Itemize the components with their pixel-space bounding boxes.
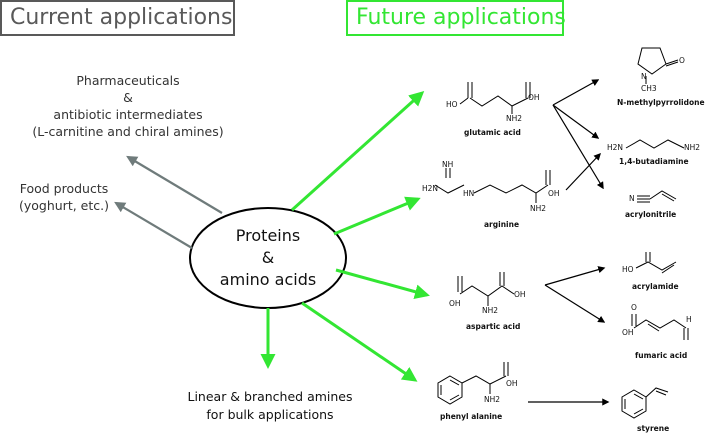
atom-glu-oh: OH bbox=[528, 93, 540, 102]
rxn-glutamic-butadiamine bbox=[552, 104, 600, 139]
arrow-to-pharma bbox=[126, 155, 223, 214]
label-acrylonitrile: acrylonitrile bbox=[625, 210, 677, 219]
current-applications-header: Current applications bbox=[10, 5, 233, 30]
atom-glu-nh2: NH2 bbox=[506, 114, 523, 123]
styrene-structure bbox=[621, 387, 669, 419]
label-nmp: N-methylpyrrolidone bbox=[617, 98, 705, 107]
bulk-line-2: for bulk applications bbox=[206, 407, 334, 422]
arrow-to-arginine bbox=[333, 196, 421, 236]
arginine-structure bbox=[434, 168, 551, 203]
atom-arg-h2n: H2N bbox=[422, 184, 439, 193]
label-aspartic-acid: aspartic acid bbox=[466, 322, 521, 331]
rxn-arginine-butadiamine bbox=[565, 152, 601, 191]
bulk-amines-label: Linear & branched amines for bulk applic… bbox=[180, 388, 360, 424]
atom-phe-nh2: NH2 bbox=[484, 395, 501, 404]
atom-arg-oh: OH bbox=[548, 189, 560, 198]
rxn-aspartic-acrylamide bbox=[544, 266, 606, 286]
label-phenylalanine: phenyl alanine bbox=[440, 412, 503, 421]
rxn-glutamic-nmp bbox=[552, 79, 600, 106]
atom-asp-oh-left: OH bbox=[449, 299, 461, 308]
center-line-proteins: Proteins bbox=[235, 226, 301, 245]
atom-arg-hn: HN bbox=[463, 189, 475, 198]
label-butadiamine: 1,4-butadiamine bbox=[619, 157, 689, 166]
rxn-glutamic-acrylonitrile bbox=[552, 104, 604, 190]
atom-glu-ho: HO bbox=[446, 100, 458, 109]
label-fumaric-acid: fumaric acid bbox=[635, 351, 688, 360]
label-glutamic-acid: glutamic acid bbox=[464, 128, 521, 137]
food-label: Food products (yoghurt, etc.) bbox=[14, 180, 114, 214]
pharma-line-2: & bbox=[123, 90, 133, 105]
future-applications-header: Future applications bbox=[356, 5, 566, 30]
atom-nmp-ch3: CH3 bbox=[641, 84, 657, 93]
nmp-structure bbox=[637, 47, 679, 84]
atom-arg-nh: NH bbox=[442, 160, 454, 169]
atom-nmp-n: N bbox=[641, 72, 647, 81]
food-line-2: (yoghurt, etc.) bbox=[18, 198, 109, 213]
butadiamine-structure bbox=[625, 139, 685, 149]
atom-acn-n: N bbox=[629, 194, 635, 203]
center-line-amino: amino acids bbox=[219, 270, 317, 289]
arrow-to-food bbox=[114, 201, 193, 249]
atom-asp-nh2: NH2 bbox=[482, 306, 499, 315]
atom-nmp-o: O bbox=[679, 56, 685, 65]
phenylalanine-structure bbox=[437, 362, 509, 405]
center-line-amp: & bbox=[261, 248, 275, 267]
atom-bdm-h2n: H2N bbox=[607, 143, 624, 152]
future-header-box bbox=[346, 0, 564, 36]
rxn-aspartic-fumaric bbox=[544, 284, 606, 323]
food-line-1: Food products bbox=[19, 181, 109, 196]
label-arginine: arginine bbox=[484, 220, 520, 229]
atom-arg-nh2: NH2 bbox=[530, 204, 547, 213]
label-acrylamide: acrylamide bbox=[632, 282, 679, 291]
fumaric-acid-structure bbox=[631, 314, 689, 340]
pharma-line-1: Pharmaceuticals bbox=[76, 73, 180, 88]
aspartic-acid-structure bbox=[457, 272, 515, 306]
atom-asp-oh-right: OH bbox=[514, 290, 526, 299]
pharma-line-3: antibiotic intermediates bbox=[53, 107, 203, 122]
current-header-box bbox=[0, 0, 235, 36]
pharma-line-4: (L-carnitine and chiral amines) bbox=[32, 124, 224, 139]
glutamic-acid-structure bbox=[459, 82, 531, 114]
bulk-line-1: Linear & branched amines bbox=[187, 389, 353, 404]
atom-fum-oh: OH bbox=[622, 328, 634, 337]
atom-fum-h: H bbox=[686, 315, 692, 324]
acrylamide-structure bbox=[635, 252, 677, 274]
center-label: Proteins & amino acids bbox=[190, 225, 346, 291]
atom-phe-oh: OH bbox=[506, 379, 518, 388]
arrow-to-phenylalanine bbox=[301, 301, 418, 382]
pharma-label: Pharmaceuticals & antibiotic intermediat… bbox=[10, 72, 246, 140]
arrow-to-aspartic bbox=[335, 268, 430, 300]
arrow-to-glutamic bbox=[290, 90, 425, 212]
atom-fum-o: O bbox=[631, 303, 637, 312]
atom-bdm-nh2: NH2 bbox=[684, 143, 701, 152]
acrylonitrile-structure bbox=[637, 190, 677, 203]
label-styrene: styrene bbox=[637, 424, 670, 433]
atom-acm-ho: HO bbox=[622, 265, 634, 274]
